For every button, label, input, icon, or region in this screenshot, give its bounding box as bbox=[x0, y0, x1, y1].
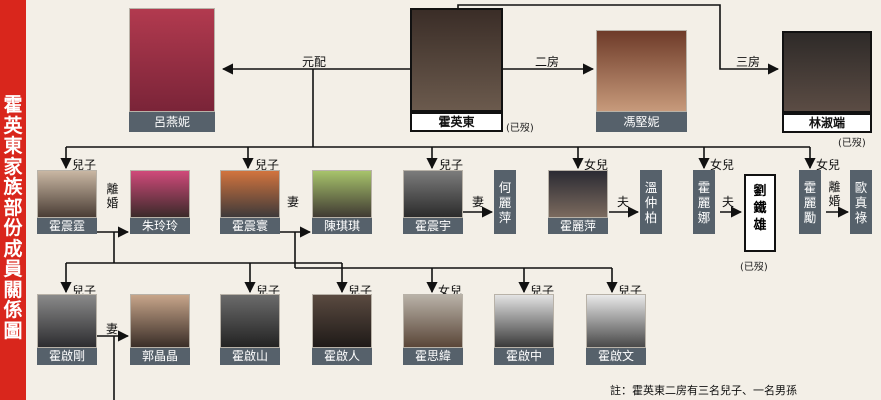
person-fok: 霍英東 bbox=[410, 8, 503, 132]
label-first-wife: 元配 bbox=[302, 55, 327, 69]
name-chan: 陳琪琪 bbox=[312, 218, 372, 234]
name-au: 歐真祿 bbox=[850, 170, 872, 234]
deceased-lam: (已歿) bbox=[838, 138, 866, 149]
person-chunyu: 霍震宇 bbox=[403, 170, 463, 234]
portrait-chunyu bbox=[403, 170, 463, 218]
label-son-chunyu: 兒子 bbox=[439, 158, 464, 172]
label-son-chunwan: 兒子 bbox=[255, 158, 280, 172]
name-kaiman: 霍啟文 bbox=[586, 348, 646, 365]
name-tingfai: 霍震霆 bbox=[37, 218, 97, 234]
person-tingfai: 霍震霆 bbox=[37, 170, 97, 234]
label-third-wife: 三房 bbox=[736, 55, 761, 69]
name-kaishan: 霍啟山 bbox=[220, 348, 280, 365]
label-husband-liping: 夫 bbox=[617, 195, 630, 209]
portrait-lu bbox=[129, 8, 215, 112]
portrait-fok bbox=[410, 8, 503, 112]
portrait-chan bbox=[312, 170, 372, 218]
portrait-tingfai bbox=[37, 170, 97, 218]
name-lu: 呂燕妮 bbox=[129, 112, 215, 132]
name-kaiyan: 霍啟人 bbox=[312, 348, 372, 365]
name-ho-text: 何麗萍 bbox=[498, 180, 512, 225]
person-kwokkong: 霍啟剛 bbox=[37, 294, 97, 365]
person-kaiman: 霍啟文 bbox=[586, 294, 646, 365]
name-lina: 霍麗娜 bbox=[693, 170, 715, 234]
portrait-lam bbox=[782, 31, 872, 113]
portrait-fung bbox=[596, 30, 687, 112]
footnote: 註：霍英東二房有三名兒子、一名男孫 bbox=[610, 384, 797, 397]
name-kwok: 郭晶晶 bbox=[130, 348, 190, 365]
person-kaishan: 霍啟山 bbox=[220, 294, 280, 365]
label-daughter-liping: 女兒 bbox=[584, 158, 609, 172]
name-lili-text: 霍麗勵 bbox=[803, 180, 817, 225]
line-third-wife bbox=[457, 4, 780, 75]
label-wife-chunwan: 妻 bbox=[287, 195, 300, 209]
name-kaichung: 霍啟中 bbox=[494, 348, 554, 365]
sidebar-title: 霍英東家族部份成員關係圖 bbox=[3, 94, 23, 342]
label-husband-lina: 夫 bbox=[722, 195, 735, 209]
label-second-wife: 二房 bbox=[535, 55, 560, 69]
person-liping: 霍麗萍 bbox=[548, 170, 608, 234]
name-chunwan: 霍震寰 bbox=[220, 218, 280, 234]
name-fok: 霍英東 bbox=[410, 112, 503, 132]
label-son-tingfai: 兒子 bbox=[72, 158, 97, 172]
name-szewai: 霍思緯 bbox=[403, 348, 463, 365]
label-wife-kwokkong: 妻 bbox=[106, 322, 119, 336]
name-lau: 劉鐵雄 bbox=[744, 174, 776, 252]
label-divorced-1: 離婚 bbox=[106, 182, 119, 210]
name-kwokkong: 霍啟剛 bbox=[37, 348, 97, 365]
person-lu: 呂燕妮 bbox=[129, 8, 215, 132]
sidebar-title-bar: 霍英東家族部份成員關係圖 bbox=[0, 0, 26, 400]
portrait-chunwan bbox=[220, 170, 280, 218]
label-daughter-lili: 女兒 bbox=[816, 158, 841, 172]
deceased-lau: (已歿) bbox=[740, 262, 768, 273]
portrait-kaichung bbox=[494, 294, 554, 348]
label-wife-chunyu: 妻 bbox=[472, 195, 485, 209]
name-chu: 朱玲玲 bbox=[130, 218, 190, 234]
person-fung: 馮堅妮 bbox=[596, 30, 687, 132]
name-ho: 何麗萍 bbox=[494, 170, 516, 234]
name-lina-text: 霍麗娜 bbox=[697, 180, 711, 225]
name-chunyu: 霍震宇 bbox=[403, 218, 463, 234]
name-au-text: 歐真祿 bbox=[854, 180, 868, 225]
portrait-kaiyan bbox=[312, 294, 372, 348]
name-lili: 霍麗勵 bbox=[799, 170, 821, 234]
person-szewai: 霍思緯 bbox=[403, 294, 463, 365]
portrait-liping bbox=[548, 170, 608, 218]
person-chan: 陳琪琪 bbox=[312, 170, 372, 234]
name-wan-text: 溫仲柏 bbox=[644, 180, 658, 225]
portrait-kwokkong bbox=[37, 294, 97, 348]
portrait-kwok bbox=[130, 294, 190, 348]
name-fung: 馮堅妮 bbox=[596, 112, 687, 132]
person-kaichung: 霍啟中 bbox=[494, 294, 554, 365]
portrait-kaiman bbox=[586, 294, 646, 348]
name-wan: 溫仲柏 bbox=[640, 170, 662, 234]
portrait-szewai bbox=[403, 294, 463, 348]
person-kwok: 郭晶晶 bbox=[130, 294, 190, 365]
deceased-fok: (已歿) bbox=[506, 123, 534, 134]
person-chu: 朱玲玲 bbox=[130, 170, 190, 234]
portrait-kaishan bbox=[220, 294, 280, 348]
label-daughter-lina: 女兒 bbox=[710, 158, 735, 172]
person-kaiyan: 霍啟人 bbox=[312, 294, 372, 365]
person-chunwan: 霍震寰 bbox=[220, 170, 280, 234]
name-lam: 林淑端 bbox=[782, 113, 872, 133]
portrait-chu bbox=[130, 170, 190, 218]
label-divorced-2: 離婚 bbox=[828, 180, 841, 208]
name-lau-text: 劉鐵雄 bbox=[753, 184, 767, 233]
name-liping: 霍麗萍 bbox=[548, 218, 608, 234]
person-lam: 林淑端 bbox=[782, 31, 872, 133]
